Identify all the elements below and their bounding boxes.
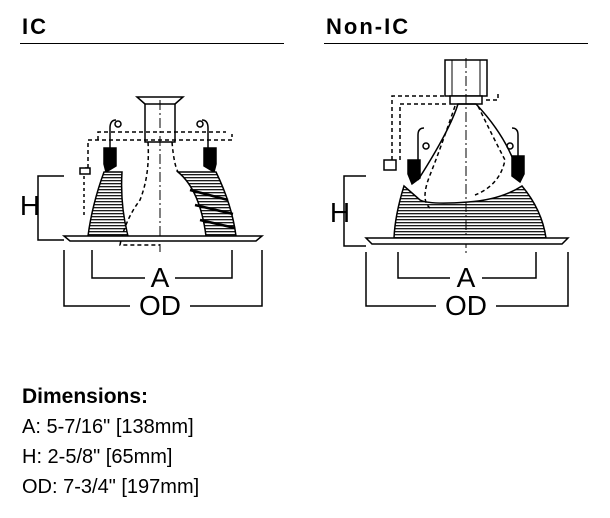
dimension-od: OD: 7-3/4" [197mm] <box>22 476 200 498</box>
nonic-od-label: OD <box>445 290 487 321</box>
fixture-diagrams: H A OD <box>20 58 570 321</box>
nonic-title-rule <box>324 43 588 44</box>
nonic-fixture-drawing <box>364 58 570 256</box>
dimensions-title: Dimensions: <box>22 385 149 408</box>
ic-od-label: OD <box>139 290 181 321</box>
ic-title: IC <box>22 14 48 39</box>
ic-title-rule <box>20 43 284 44</box>
nonic-h-label: H <box>330 197 350 228</box>
ic-dimension-lines <box>37 175 263 307</box>
ic-fixture-drawing <box>61 96 265 252</box>
nonic-title: Non-IC <box>326 14 411 39</box>
dimension-h: H: 2-5/8" [65mm] <box>22 446 173 468</box>
nonic-dimension-lines <box>343 175 569 307</box>
ic-a-label: A <box>151 262 170 293</box>
nonic-a-label: A <box>457 262 476 293</box>
ic-h-label: H <box>20 190 40 221</box>
dimensions-list: Dimensions: A: 5-7/16" [138mm] H: 2-5/8"… <box>22 382 199 502</box>
dimension-a: A: 5-7/16" [138mm] <box>22 416 194 438</box>
